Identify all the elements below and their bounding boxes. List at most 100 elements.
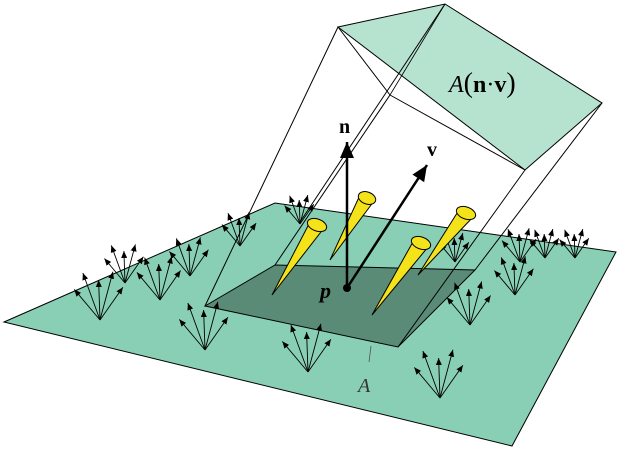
ray-bundle	[136, 256, 181, 301]
ray-arrow	[155, 263, 162, 301]
ray-arrow	[124, 244, 137, 284]
cone	[329, 191, 377, 261]
point-label: p	[318, 278, 331, 303]
projected-v: v	[494, 72, 506, 98]
ray-arrow	[439, 349, 454, 399]
ray-arrow	[121, 250, 128, 284]
ray-bundle	[178, 301, 229, 351]
projected-n: n	[473, 72, 486, 98]
ray-arrow	[186, 243, 193, 277]
ray-arrow	[469, 281, 483, 326]
ray-arrow	[136, 272, 161, 301]
ray-arrow	[465, 288, 472, 326]
ray-bundle	[73, 271, 124, 321]
ray-arrow	[559, 239, 576, 259]
ray-arrow	[110, 245, 126, 284]
ray-arrow	[299, 204, 315, 225]
ray-arrow	[439, 364, 464, 399]
cone	[271, 217, 328, 296]
ray-bundle	[169, 237, 209, 277]
view-label: v	[427, 139, 437, 161]
ray-arrow	[187, 302, 206, 351]
ray-arrow	[564, 229, 576, 259]
ray-arrow	[303, 331, 310, 373]
ray-arrow	[189, 249, 209, 277]
ray-arrow	[189, 237, 202, 277]
ray-arrow	[454, 232, 464, 263]
ray-bundle	[284, 194, 315, 225]
ray-arrow	[519, 228, 531, 263]
ray-arrow	[454, 282, 471, 326]
ray-arrow	[175, 238, 191, 277]
ray-bundles-back	[73, 194, 590, 321]
ray-arrow	[159, 256, 173, 301]
ray-arrow	[204, 316, 229, 351]
prism-cap-divider	[389, 3, 446, 96]
ray-arrow	[516, 233, 523, 263]
ray-arrow	[544, 238, 560, 259]
ray-arrow	[104, 258, 126, 284]
ray-bundle	[281, 323, 332, 373]
ray-bundle	[446, 281, 491, 326]
ray-arrow	[169, 251, 191, 277]
ray-arrow	[227, 212, 241, 247]
ray-arrow	[236, 217, 243, 247]
ray-bundle	[104, 244, 144, 284]
ray-arrow	[514, 268, 534, 296]
ray-arrow	[454, 242, 470, 263]
ray-arrow	[221, 224, 241, 247]
ray-arrow	[281, 341, 309, 373]
ray-arrow	[574, 228, 584, 259]
ray-arrow	[82, 272, 101, 321]
projected-prefix: A	[447, 72, 464, 98]
projected-area-label: A(n·v)	[447, 68, 516, 99]
ray-arrow	[284, 205, 301, 225]
ray-bundle	[559, 228, 590, 259]
ray-arrow	[446, 297, 471, 326]
ray-arrow	[514, 256, 527, 296]
ray-arrow	[494, 270, 516, 296]
ray-arrow	[541, 233, 548, 259]
radiance-cones	[271, 191, 477, 316]
ray-arrow	[511, 262, 518, 296]
ray-arrow	[500, 257, 516, 296]
ray-arrow	[422, 350, 441, 399]
ray-arrow	[204, 301, 219, 351]
ray-arrow	[239, 222, 257, 247]
view-vector	[345, 164, 429, 289]
ray-arrow	[239, 212, 251, 247]
ray-arrow	[501, 240, 521, 263]
point-p	[343, 284, 351, 292]
ray-arrow	[200, 309, 207, 351]
ray-arrow	[124, 256, 144, 284]
projected-dot: ·	[486, 72, 494, 98]
ray-bundle	[494, 256, 534, 296]
ray-arrow	[451, 237, 458, 263]
ray-bundles-front	[178, 281, 491, 399]
ray-arrow	[534, 229, 546, 259]
ray-bundle	[529, 228, 560, 259]
ray-arrow	[571, 233, 578, 259]
ray-arrow	[296, 199, 303, 225]
ray-bundle	[413, 349, 464, 399]
cone	[417, 205, 477, 276]
ray-arrow	[95, 279, 102, 321]
ray-arrow	[73, 289, 101, 321]
ray-arrow	[507, 228, 521, 263]
prism-edges	[204, 3, 603, 348]
ray-arrow	[544, 228, 554, 259]
ray-arrow	[413, 367, 441, 399]
ray-arrow	[469, 295, 491, 326]
ray-arrow	[290, 324, 309, 373]
ray-arrow	[159, 270, 181, 301]
normal-label: n	[339, 116, 350, 138]
ray-arrow	[307, 323, 322, 373]
area-leader	[368, 345, 372, 363]
ray-arrow	[289, 195, 301, 225]
ray-arrow	[178, 319, 206, 351]
ray-arrow	[144, 257, 161, 301]
ray-arrow	[574, 238, 590, 259]
ray-arrow	[99, 271, 114, 321]
area-label: A	[356, 375, 371, 397]
